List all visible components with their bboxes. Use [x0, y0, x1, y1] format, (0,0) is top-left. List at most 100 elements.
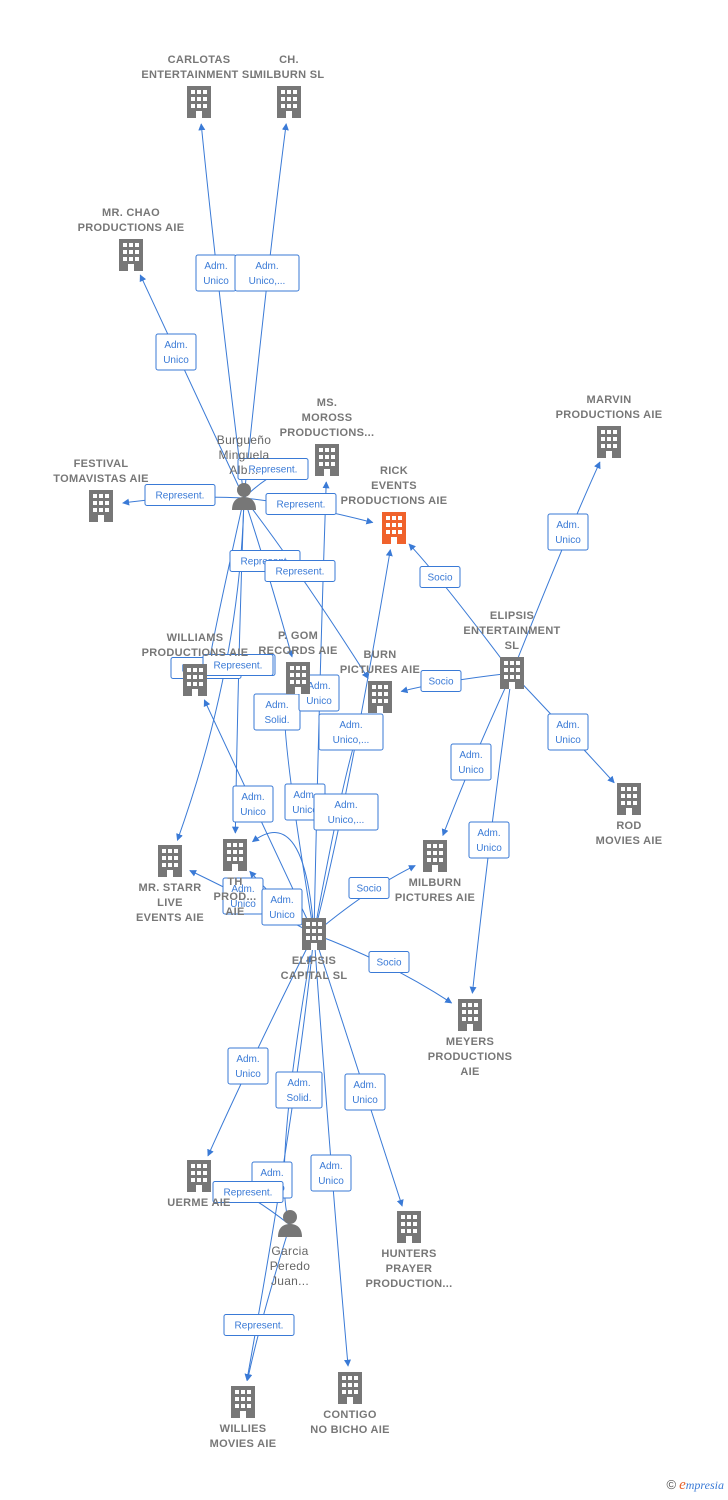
edge-label[interactable]: Adm.Unico,... [313, 793, 379, 831]
node-label: PRAYER [386, 1263, 433, 1275]
edge-label-text: Adm. [334, 800, 357, 811]
edge-label[interactable]: Adm.Unico [547, 713, 589, 751]
node-label: LIVE [157, 897, 183, 909]
edge-label[interactable]: Adm.Unico [547, 513, 589, 551]
edge-label[interactable]: Represent. [264, 560, 336, 582]
edge-label[interactable]: Socio [348, 877, 390, 899]
edge-label[interactable]: Adm.Unico,... [234, 254, 300, 292]
building-icon [338, 1372, 362, 1404]
edge-elipsisent-marvin [511, 461, 601, 674]
edge-label[interactable]: Adm.Unico [344, 1073, 386, 1111]
edge-label-text: Adm. [293, 790, 316, 801]
building-icon [286, 662, 310, 694]
edge-label[interactable]: Adm.Unico [232, 785, 274, 823]
edge-label-text: Unico [163, 355, 189, 366]
edge-label-text: Unico,... [333, 735, 370, 746]
node-label: P. GOM [278, 630, 318, 642]
edge-label[interactable]: Socio [420, 670, 462, 692]
node-label: MOVIES AIE [210, 1438, 277, 1450]
edge-label-box [261, 888, 303, 926]
node-label: ELIPSIS [490, 610, 534, 622]
node-label: Alb... [229, 463, 258, 477]
edge-label[interactable]: Socio [368, 951, 410, 973]
edge-label[interactable]: Adm. Solid. [275, 1071, 323, 1109]
edge-garcia-elipsiscap [283, 954, 313, 1226]
edge-label-text: Adm. [255, 261, 278, 272]
edge-label[interactable]: Represent. [223, 1314, 295, 1336]
node-label: PRODUCTIONS AIE [556, 409, 663, 421]
edge-label-box [264, 560, 336, 582]
edge-elipsiscap-thprod [251, 832, 315, 935]
edge-label-text: Solid. [264, 715, 289, 726]
empresia-watermark[interactable]: © empresia [667, 1477, 725, 1494]
node-label: ENTERTAINMENT SL [141, 69, 256, 81]
edge-label-box [468, 821, 510, 859]
edge-label[interactable]: Adm.Unico [155, 333, 197, 371]
node-label: ELIPSIS [292, 955, 336, 967]
building-icon [315, 444, 339, 476]
node-label: UERME AIE [167, 1197, 230, 1209]
node-chmilburn[interactable]: CH.MILBURN SL [254, 54, 325, 118]
node-garcia[interactable]: GarciaPeredoJuan... [270, 1210, 311, 1288]
building-icon [277, 86, 301, 118]
edge-label-text: Represent. [235, 1321, 284, 1332]
building-icon [397, 1211, 421, 1243]
building-icon [89, 490, 113, 522]
edge-label-text: Represent. [214, 661, 263, 672]
edge-label[interactable]: Adm.Unico [450, 743, 492, 781]
edge-label[interactable]: Adm.Unico [310, 1154, 352, 1192]
node-label: EVENTS AIE [136, 912, 204, 924]
edge-label[interactable]: Adm.Unico,... [318, 713, 384, 751]
edge-label[interactable]: Represent. [144, 484, 216, 506]
edge-label[interactable]: Represent. [237, 458, 309, 480]
edge-label[interactable]: Socio [419, 566, 461, 588]
building-icon [458, 999, 482, 1031]
building-icon [368, 681, 392, 713]
building-icon [158, 845, 182, 877]
edge-label-text: Unico [555, 535, 581, 546]
node-msmoross[interactable]: MS.MOROSSPRODUCTIONS... [280, 397, 375, 476]
node-label: MILBURN SL [254, 69, 325, 81]
edge-label[interactable]: Adm.Unico [195, 254, 237, 292]
edge-label[interactable]: Adm.Unico [222, 877, 264, 915]
building-icon [617, 783, 641, 815]
edge-label-text: Adm. [287, 1078, 310, 1089]
node-label: Garcia [271, 1244, 308, 1258]
node-label: PRODUCTIONS... [280, 427, 375, 439]
edge-label-text: Adm. [319, 1161, 342, 1172]
building-icon [423, 840, 447, 872]
edge-label[interactable]: Adm.Solid. [253, 693, 301, 731]
edge-label-text: Solid. [286, 1093, 311, 1104]
edge-label[interactable]: Adm.Unico [468, 821, 510, 859]
edge-label-text: Socio [376, 958, 401, 969]
node-hunters[interactable]: HUNTERSPRAYERPRODUCTION... [365, 1211, 452, 1290]
edge-label[interactable]: Represent. [265, 493, 337, 515]
node-burgueno[interactable]: BurgueñoMinguelaAlb... [217, 433, 271, 510]
edge-label[interactable]: Adm.Unico [261, 888, 303, 926]
edge-label-box [237, 458, 309, 480]
edge-label-box [155, 333, 197, 371]
edge-label[interactable]: Adm.Unico [227, 1047, 269, 1085]
node-uerme[interactable]: UERME AIE [167, 1160, 230, 1209]
edge-label-box [547, 713, 589, 751]
edge-label[interactable]: Represent. [212, 1181, 284, 1203]
